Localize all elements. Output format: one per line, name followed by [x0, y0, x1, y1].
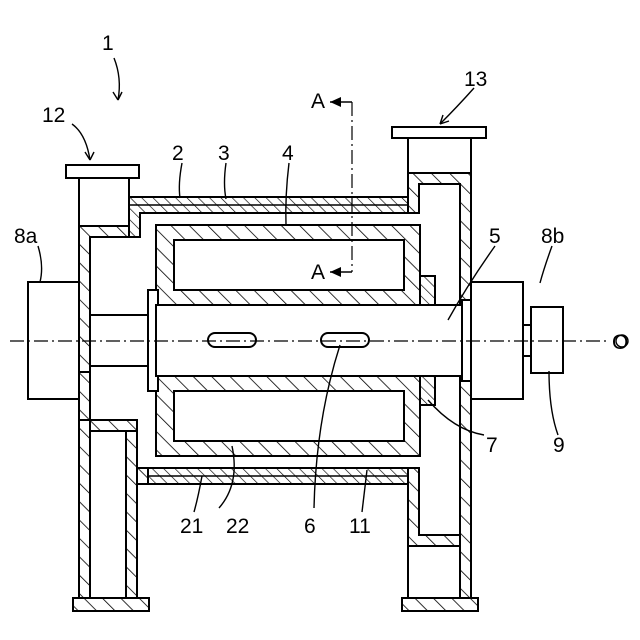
right-housing-lower-wall: [408, 468, 460, 546]
label-7: 7: [486, 434, 498, 457]
key-slot-6: [321, 333, 369, 347]
label-13: 13: [464, 68, 487, 91]
label-4: 4: [282, 142, 294, 165]
label-section-a-top: A: [311, 90, 325, 113]
label-6: 6: [304, 515, 316, 538]
label-8b: 8b: [541, 225, 564, 248]
label-section-a-bottom: A: [311, 261, 325, 284]
left-housing-lower-wall: [79, 372, 90, 420]
right-leg: [408, 546, 460, 598]
label-22: 22: [226, 515, 249, 538]
left-leg-inner-wall: [126, 431, 137, 598]
label-axis-o: O: [612, 331, 628, 354]
casing-bottom-end: [137, 468, 148, 484]
rotor-top-cavity: [174, 240, 404, 290]
left-leg-wall: [79, 420, 90, 598]
left-leg-top: [90, 420, 137, 431]
encoder-9: [531, 307, 563, 373]
label-21: 21: [180, 515, 203, 538]
label-1: 1: [102, 32, 114, 55]
label-5: 5: [489, 225, 501, 248]
right-flange-13: [392, 127, 486, 138]
left-pipe: [79, 177, 129, 226]
label-11: 11: [349, 515, 371, 538]
right-foot: [402, 598, 478, 611]
label-9: 9: [553, 434, 565, 457]
label-3: 3: [218, 142, 230, 165]
key-slot-left: [208, 333, 256, 347]
label-2: 2: [172, 142, 184, 165]
label-8a: 8a: [14, 225, 38, 248]
seal-top: [420, 276, 435, 305]
left-foot: [73, 598, 149, 611]
left-flange-12: [66, 165, 139, 178]
seal-bottom: [420, 376, 435, 405]
rotor-bottom-cavity: [174, 391, 404, 441]
right-pipe: [408, 137, 471, 173]
label-12: 12: [42, 104, 65, 127]
